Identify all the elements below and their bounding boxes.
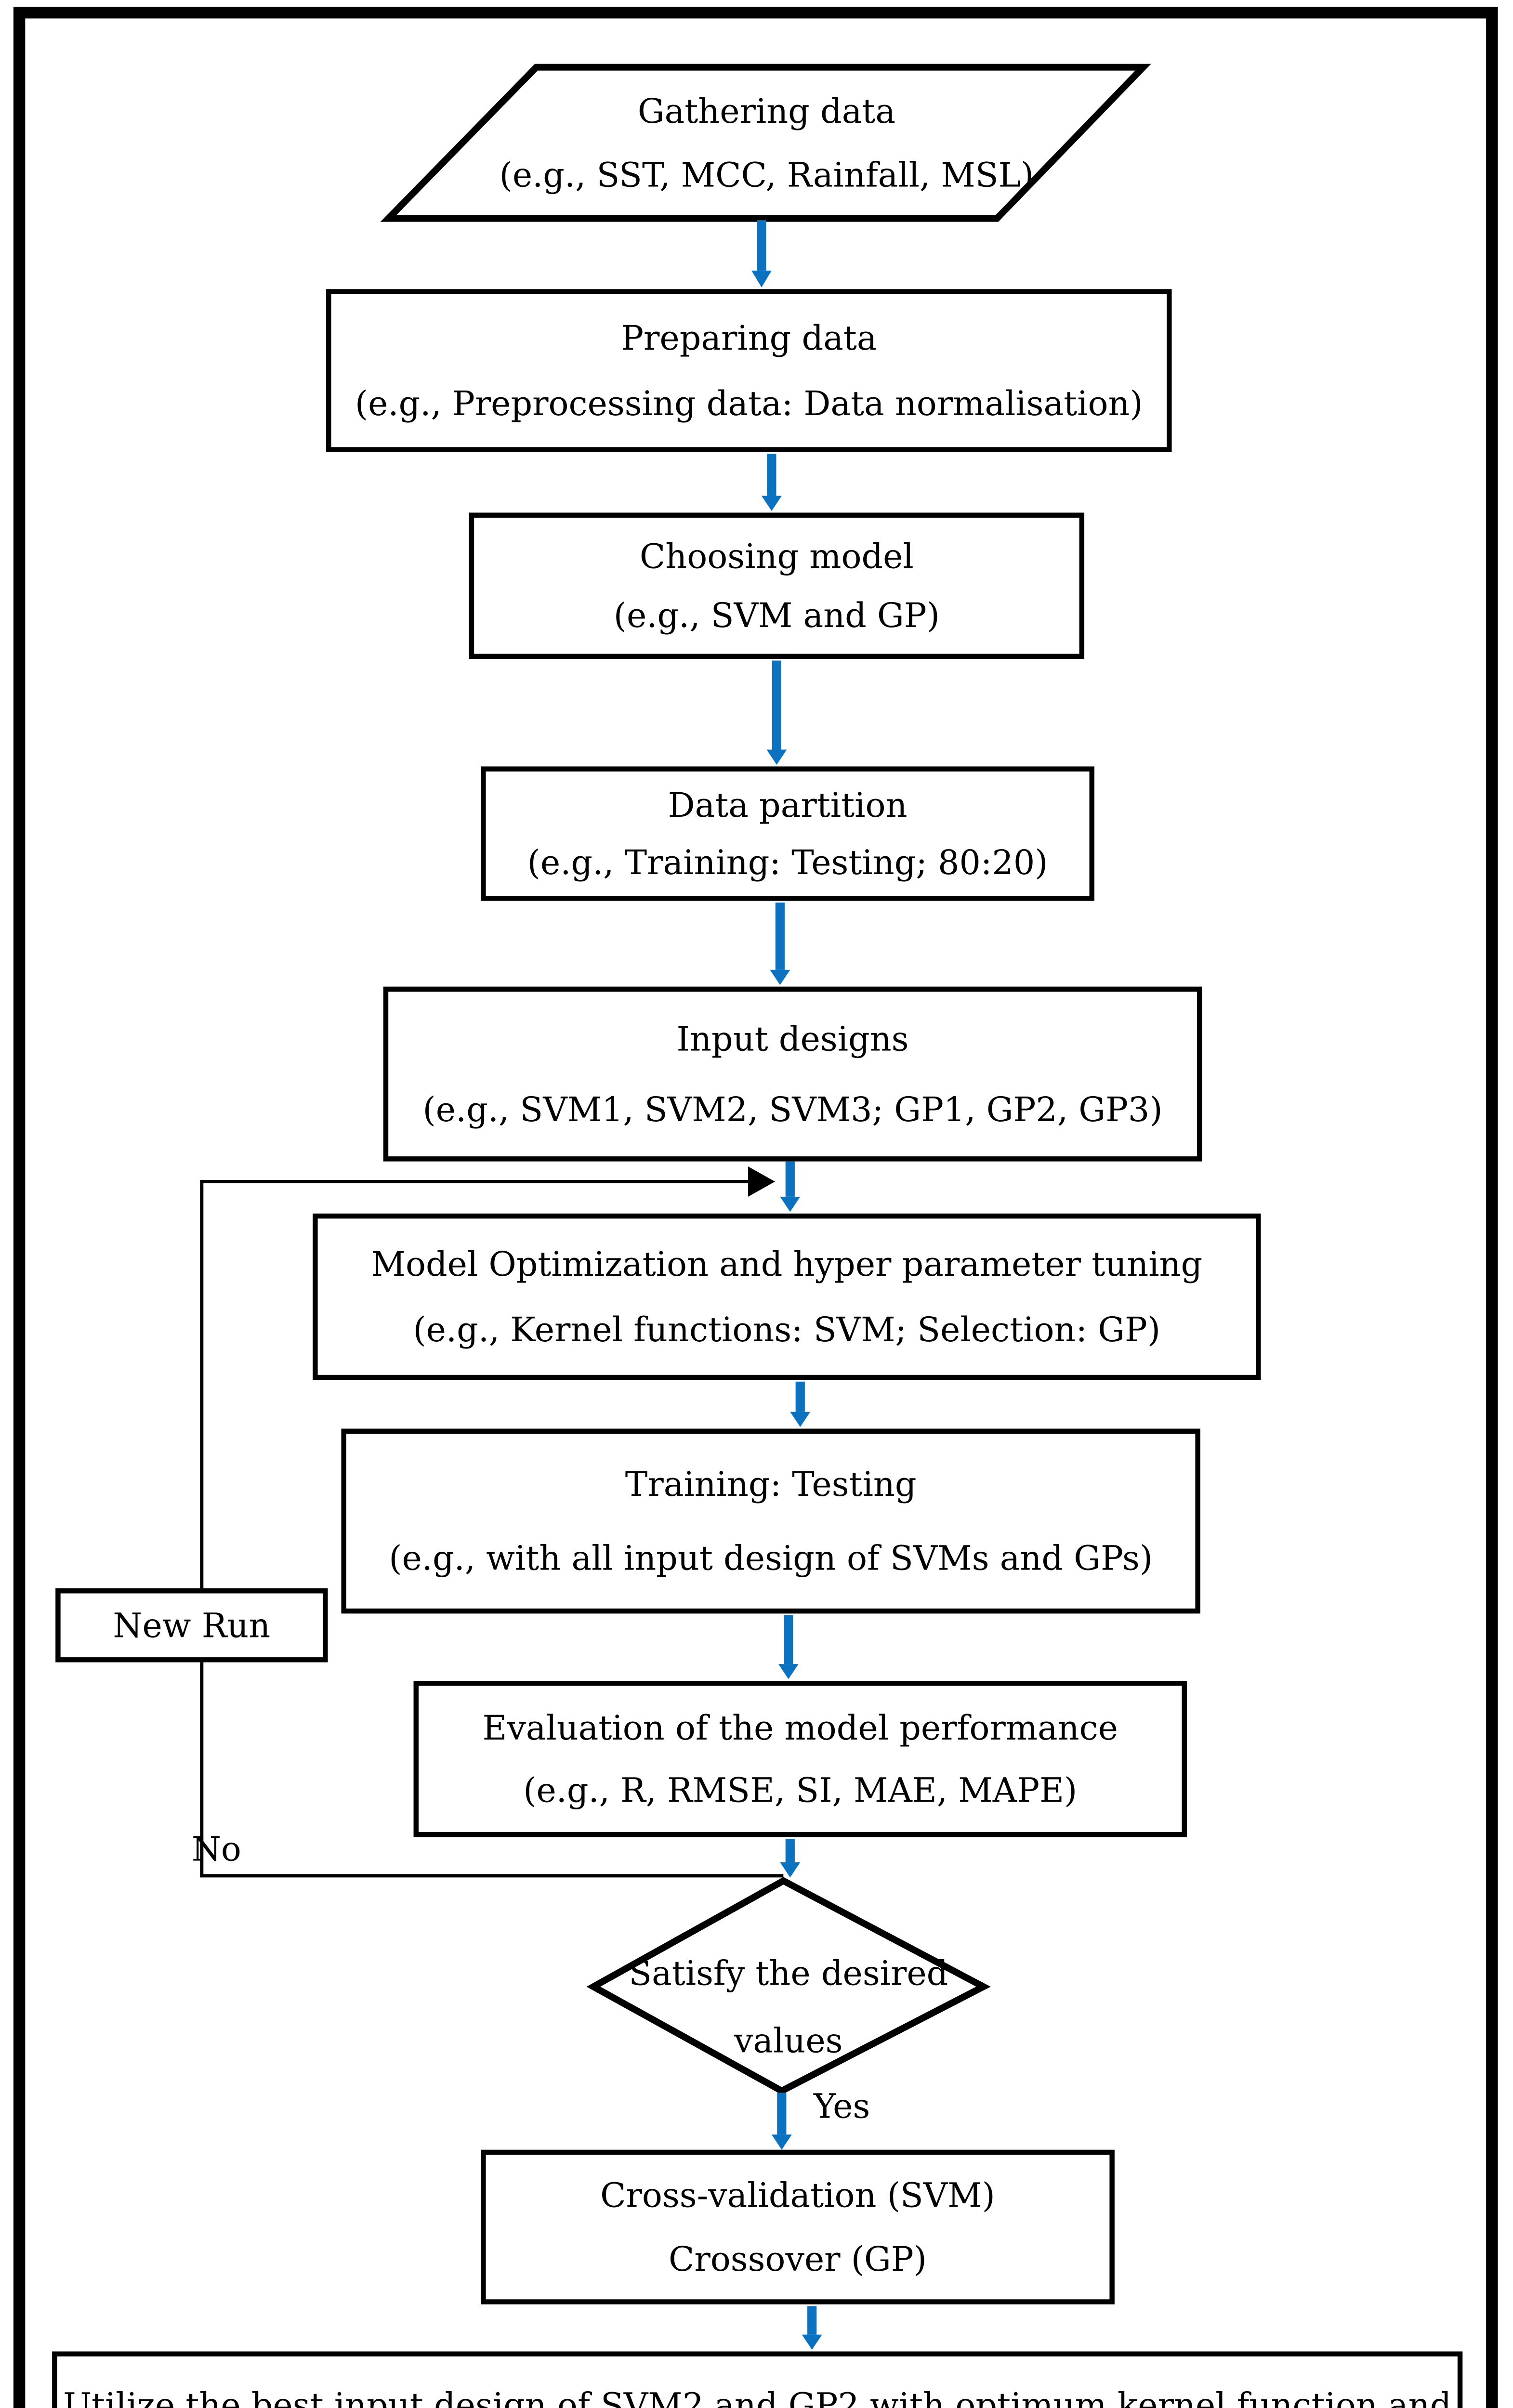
node-subtitle: (e.g., with all input design of SVMs and… [389,1537,1153,1578]
new-run-feedback-line [200,1179,749,1592]
flow-arrows [751,220,822,2350]
down-arrow-icon [780,1161,801,1212]
down-arrow-icon [751,220,772,288]
node-line1: Cross-validation (SVM) [600,2175,995,2216]
node-title: Training: Testing [625,1464,917,1505]
down-arrow-icon [761,454,782,511]
edge-label-no: No [191,1829,241,1869]
down-arrow-icon [766,660,787,765]
node-final-utilization: Utilize the best input design of SVM2 an… [52,2351,1463,2408]
node-data-partition: Data partition (e.g., Training: Testing;… [481,766,1094,901]
node-title: Model Optimization and hyper parameter t… [371,1243,1203,1284]
node-title: Input designs [676,1019,909,1060]
down-arrow-icon [790,1381,811,1427]
node-subtitle: (e.g., SST, MCC, Rainfall, MSL) [499,155,1034,196]
node-title: Evaluation of the model performance [482,1707,1118,1748]
node-model-optimization: Model Optimization and hyper parameter t… [313,1213,1261,1380]
node-title: Preparing data [621,317,877,358]
node-preparing-data: Preparing data (e.g., Preprocessing data… [326,289,1172,452]
decision-line2: values [734,2021,843,2061]
node-title: Data partition [668,785,908,826]
node-cross-validation: Cross-validation (SVM) Crossover (GP) [481,2149,1115,2304]
node-title: New Run [113,1605,271,1646]
node-evaluation: Evaluation of the model performance (e.g… [413,1681,1187,1837]
node-subtitle: (e.g., R, RMSE, SI, MAE, MAPE) [523,1770,1078,1811]
node-line2: Crossover (GP) [668,2238,927,2279]
decision-diamond-shape [586,1877,991,2095]
node-gathering-data: Gathering data (e.g., SST, MCC, Rainfall… [388,67,1145,219]
node-new-run: New Run [55,1588,328,1662]
node-choosing-model: Choosing model (e.g., SVM and GP) [469,512,1085,659]
down-arrow-icon [770,903,790,985]
node-decision: Satisfy the desired values [577,1926,1000,2088]
node-subtitle: (e.g., SVM1, SVM2, SVM3; GP1, GP2, GP3) [422,1088,1163,1129]
node-training-testing: Training: Testing (e.g., with all input … [341,1428,1200,1614]
node-title: Choosing model [639,536,914,576]
final-line1: Utilize the best input design of SVM2 an… [63,2385,1452,2408]
figure-outer-border [13,6,1498,2408]
down-arrow-icon [778,1615,799,1679]
node-subtitle: (e.g., SVM and GP) [613,595,940,636]
node-subtitle: (e.g., Preprocessing data: Data normalis… [355,383,1143,424]
node-input-designs: Input designs (e.g., SVM1, SVM2, SVM3; G… [383,986,1202,1162]
node-subtitle: (e.g., Training: Testing; 80:20) [527,841,1048,882]
node-title: Gathering data [637,90,896,131]
down-arrow-icon [771,2093,792,2150]
edge-label-yes: Yes [814,2086,870,2126]
down-arrow-icon [802,2306,822,2350]
gathering-data-parallelogram-shape [380,64,1151,222]
no-feedback-line [200,1659,784,1878]
down-arrow-icon [780,1839,801,1878]
node-subtitle: (e.g., Kernel functions: SVM; Selection:… [413,1309,1161,1350]
decision-line1: Satisfy the desired [629,1952,948,1993]
feedback-right-arrowhead-icon [748,1166,775,1197]
